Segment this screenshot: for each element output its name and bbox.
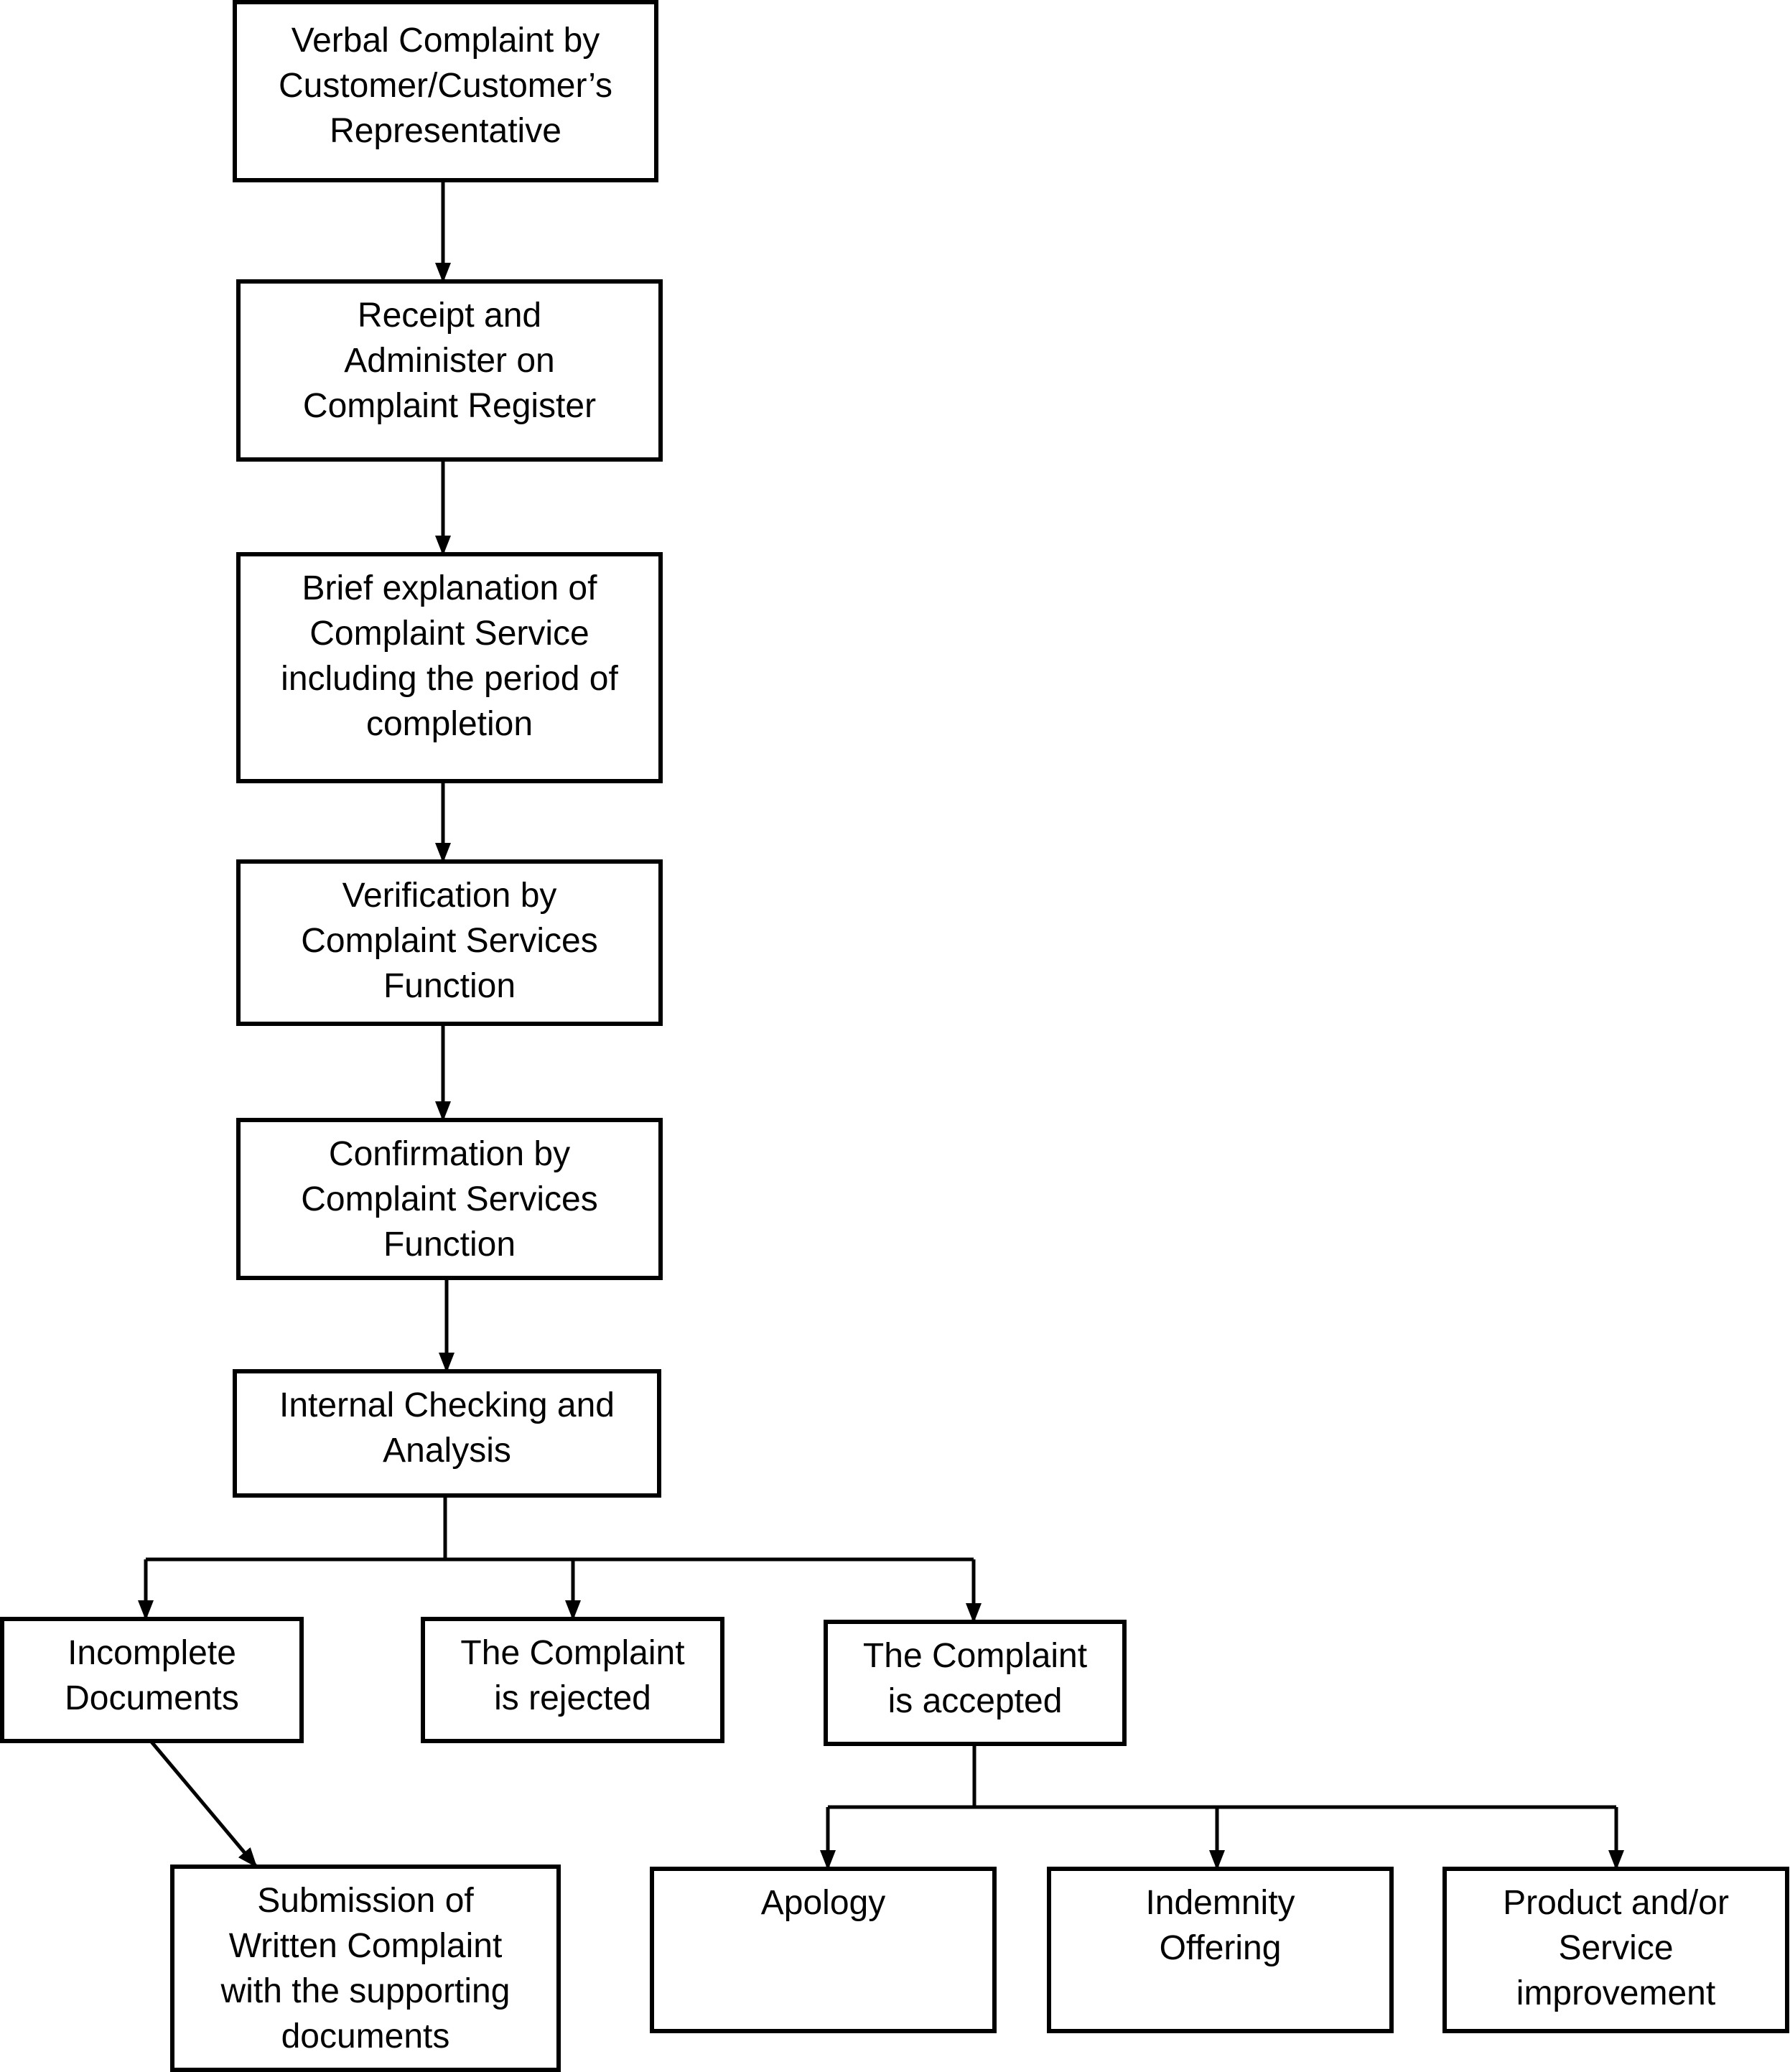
box-label-line: Customer/Customer’s (279, 67, 612, 105)
box-label-line: Indemnity (1145, 1884, 1295, 1922)
connector-incomplete-documents-to-submission-written-complaint (149, 1740, 258, 1868)
box-label-line: with the supporting (220, 1972, 511, 2010)
box-label-line: Complaint Services (301, 1180, 597, 1218)
box-label-line: Function (383, 967, 516, 1005)
box-frame-submission-written-complaint (170, 1865, 561, 2072)
box-label-line: Offering (1160, 1929, 1282, 1967)
box-label-line: Incomplete (67, 1634, 236, 1672)
box-label-line: Submission of (257, 1882, 474, 1920)
box-apology: Apology (650, 1867, 997, 2033)
box-frame-verification (236, 859, 663, 1026)
box-label-line: is accepted (888, 1682, 1063, 1720)
box-frame-indemnity-offering (1047, 1867, 1394, 2033)
box-brief-explanation: Brief explanation of Complaint Service inc… (236, 552, 663, 783)
box-label-line: Complaint Service (309, 615, 589, 653)
box-label-submission-written-complaint: Submission of Written Complaint with the s… (220, 1882, 511, 2055)
box-label-line: Documents (65, 1679, 239, 1717)
box-complaint-accepted: The Complaint is accepted (824, 1620, 1127, 1746)
box-label-line: Representative (330, 112, 561, 150)
box-label-line: Receipt and (358, 297, 541, 335)
box-frame-receipt-administer (236, 279, 663, 462)
box-label-complaint-rejected: The Complaint is rejected (460, 1634, 684, 1717)
box-frame-brief-explanation (236, 552, 663, 783)
box-frame-verbal-complaint (233, 0, 658, 182)
connectors (138, 180, 1624, 1870)
box-frame-complaint-rejected (421, 1617, 724, 1743)
box-label-line: Analysis (383, 1432, 511, 1470)
box-label-apology: Apology (761, 1884, 885, 1922)
box-label-line: Function (383, 1226, 516, 1264)
box-label-line: including the period of (281, 660, 618, 698)
box-label-line: Administer on (344, 342, 554, 380)
box-label-line: is rejected (494, 1679, 651, 1717)
box-submission-written-complaint: Submission of Written Complaint with the s… (170, 1865, 561, 2072)
box-label-line: Internal Checking and (279, 1386, 615, 1424)
box-label-complaint-accepted: The Complaint is accepted (863, 1637, 1087, 1720)
box-label-line: Confirmation by (329, 1135, 570, 1173)
box-label-line: Product and/or (1503, 1884, 1729, 1922)
box-frame-confirmation (236, 1118, 663, 1280)
box-label-line: Verbal Complaint by (292, 22, 600, 60)
box-frame-apology (650, 1867, 997, 2033)
box-frame-incomplete-documents (0, 1617, 304, 1743)
box-frame-complaint-accepted (824, 1620, 1127, 1746)
box-label-line: Apology (761, 1884, 885, 1922)
box-label-line: documents (281, 2017, 450, 2055)
box-label-line: Complaint Services (301, 922, 597, 960)
box-label-line: Brief explanation of (302, 569, 598, 607)
box-label-brief-explanation: Brief explanation of Complaint Service inc… (281, 569, 618, 743)
box-label-line: Written Complaint (229, 1927, 503, 1965)
box-frame-internal-checking (233, 1369, 661, 1498)
box-label-line: improvement (1516, 1974, 1715, 2012)
box-label-line: Complaint Register (303, 387, 596, 425)
box-frame-product-service-improvement (1442, 1867, 1789, 2033)
box-label-line: Service (1558, 1929, 1673, 1967)
box-label-line: Verification by (342, 877, 557, 915)
box-label-line: completion (366, 705, 533, 743)
box-complaint-rejected: The Complaint is rejected (421, 1617, 724, 1743)
box-label-line: The Complaint (460, 1634, 684, 1672)
box-label-line: The Complaint (863, 1637, 1087, 1675)
